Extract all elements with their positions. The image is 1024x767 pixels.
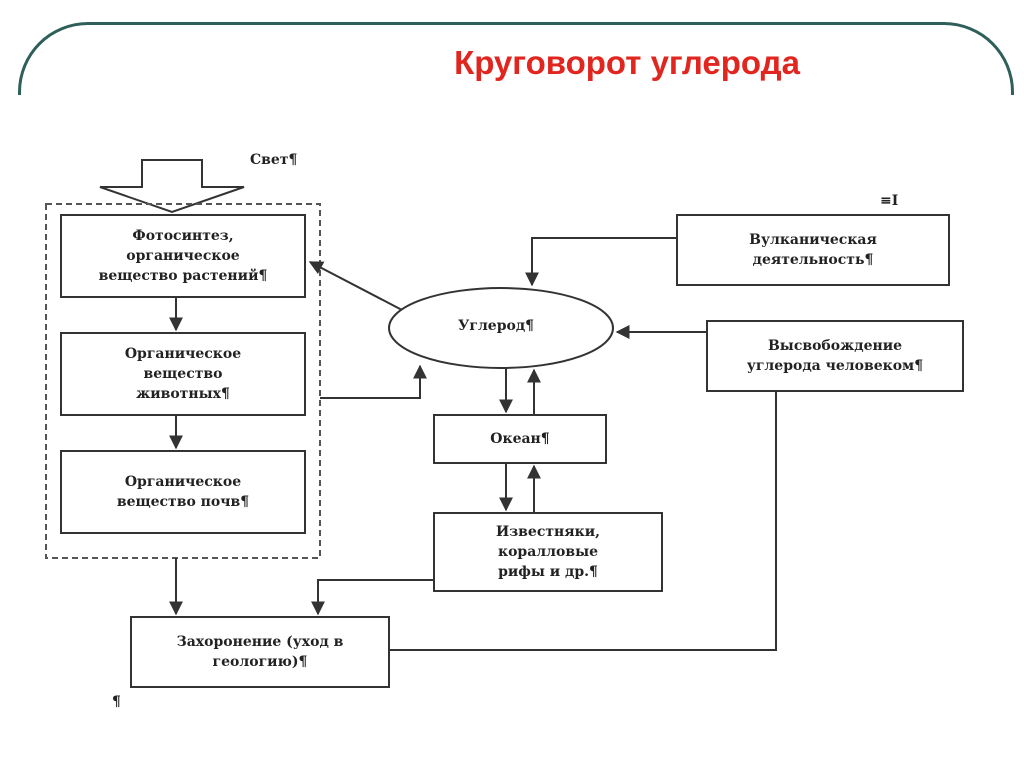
human-release-box: Высвобождение углерода человеком¶ [706, 320, 964, 392]
arrow-volcanic-carbon [525, 237, 676, 287]
limestone-box: Известняки, коралловые рифы и др.¶ [433, 512, 663, 592]
soil-matter-box: Органическое вещество почв¶ [60, 450, 306, 534]
volcanic-box: Вулканическая деятельность¶ [676, 214, 950, 286]
carbon-label: Углерод¶ [458, 318, 535, 334]
animal-matter-box: Органическое вещество животных¶ [60, 332, 306, 416]
arrow-animal-carbon [320, 364, 427, 399]
light-arrow [99, 159, 245, 214]
carbon-ellipse [388, 287, 614, 369]
light-label: Свет¶ [250, 152, 298, 168]
arrow-limestone-burial [311, 579, 434, 616]
slide-title: Круговорот углерода [454, 44, 800, 81]
burial-box: Захоронение (уход в геологию)¶ [130, 616, 390, 688]
ocean-box: Океан¶ [433, 414, 607, 464]
organic-group-border [45, 203, 321, 559]
photosynthesis-box: Фотосинтез, органическое вещество растен… [60, 214, 306, 298]
line-human-burial [390, 392, 777, 651]
corner-mark: ≡Ι [880, 193, 899, 209]
pilcrow-mark: ¶ [112, 694, 121, 710]
arrow-carbon-plant [308, 261, 403, 311]
